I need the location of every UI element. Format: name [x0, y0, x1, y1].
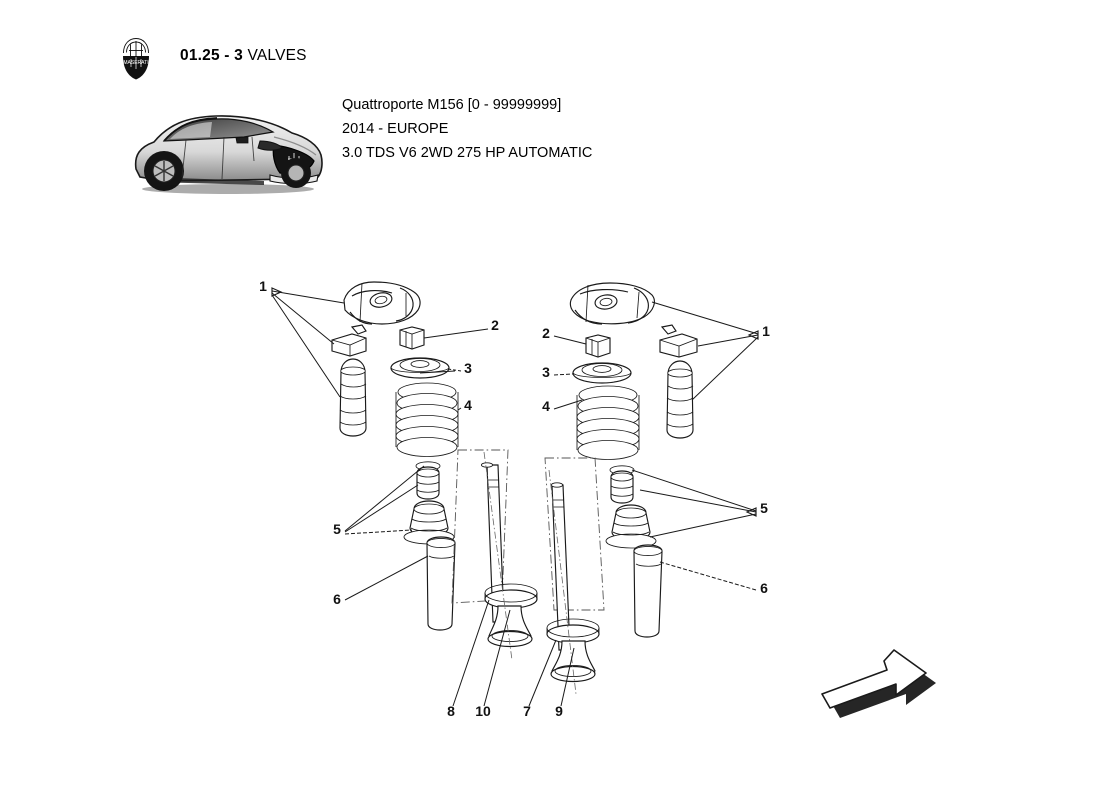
leader-right-6 [659, 561, 757, 591]
callout-right-6: 6 [760, 580, 768, 596]
callout-right-1: 1 [762, 323, 770, 339]
leader-bottom-10 [483, 609, 511, 707]
callout-right-4: 4 [542, 398, 550, 414]
callout-left-3: 3 [464, 360, 472, 376]
part-exhaust-valve-seat [546, 618, 600, 644]
callout-right-5: 5 [760, 500, 768, 516]
leader-right-1 [651, 301, 759, 401]
callout-bottom-7: 7 [523, 703, 531, 719]
callout-right-3: 3 [542, 364, 550, 380]
leader-bottom-8 [452, 599, 490, 707]
callout-left-5: 5 [333, 521, 341, 537]
maserati-trident-logo: MASERATI [118, 36, 154, 84]
callout-bottom-8: 8 [447, 703, 455, 719]
part-hydraulic-tappet-right [666, 360, 694, 439]
callout-bottom-9: 9 [555, 703, 563, 719]
leader-right-2 [553, 335, 587, 345]
leader-bottom-9 [560, 647, 575, 707]
part-valve-spring-left [395, 382, 459, 457]
part-spring-cap-left [390, 357, 450, 379]
page-title: 01.25 - 3 VALVES [180, 47, 307, 65]
part-valve-stem-seal-upper-left [415, 461, 441, 500]
part-valve-cotter-right [585, 334, 611, 358]
section-name: VALVES [247, 47, 307, 64]
model-line-1: Quattroporte M156 [0 - 99999999] [342, 97, 562, 113]
valve-centerline-right [548, 469, 577, 695]
leader-bottom-7 [528, 639, 557, 707]
valve-centerline-left [483, 451, 513, 661]
leader-left-3b [419, 370, 456, 374]
callout-left-1: 1 [259, 278, 267, 294]
part-rocker-arm-right [569, 282, 655, 325]
page-turn-arrow[interactable] [821, 649, 936, 718]
part-rocker-arm-left [343, 281, 421, 325]
part-valve-stem-seal-lower-right [605, 504, 657, 549]
assembly-boundary-right [544, 457, 605, 611]
callout-bottom-10: 10 [475, 703, 491, 719]
leader-right-5 [631, 469, 757, 538]
leader-left-2 [423, 328, 489, 339]
part-hydraulic-tappet-left [339, 358, 367, 437]
part-valve-spring-right [576, 385, 640, 460]
leader-left-4 [457, 407, 462, 411]
leader-left-3 [447, 368, 462, 372]
part-valve-guide-left [426, 536, 456, 631]
leader-left-1 [271, 287, 345, 398]
part-valve-cotter-left [399, 326, 425, 350]
part-valve-stem-seal-upper-right [609, 465, 635, 504]
model-info-block: Quattroporte M156 [0 - 99999999] 2014 - … [342, 93, 592, 165]
callout-left-4: 4 [464, 397, 472, 413]
leader-right-3 [553, 373, 574, 376]
callout-left-6: 6 [333, 591, 341, 607]
section-code: 01.25 - 3 [180, 47, 243, 64]
part-rocker-support-left [331, 324, 367, 357]
leader-left-5 [344, 465, 425, 535]
part-spring-cap-right [572, 362, 632, 384]
callout-right-2: 2 [542, 325, 550, 341]
quattroporte-car-photo [124, 97, 328, 197]
model-line-3: 3.0 TDS V6 2WD 275 HP AUTOMATIC [342, 145, 593, 161]
part-intake-valve [480, 462, 538, 648]
leader-left-6 [344, 555, 429, 601]
model-line-2: 2014 - EUROPE [342, 121, 449, 137]
part-valve-guide-right [633, 544, 663, 638]
leader-right-4 [553, 399, 583, 410]
part-rocker-support-right [659, 324, 698, 358]
callout-left-2: 2 [491, 317, 499, 333]
